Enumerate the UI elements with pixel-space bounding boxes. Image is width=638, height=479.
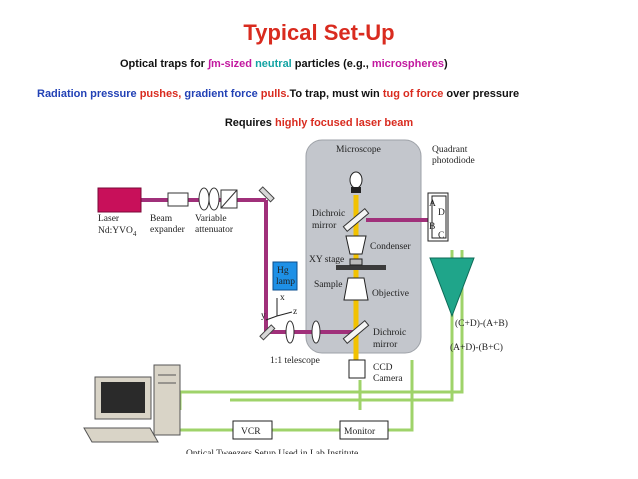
line3-beam: highly focused laser beam — [274, 117, 414, 129]
laser-label-1: Laser — [98, 214, 120, 224]
axis-z-label: z — [293, 307, 297, 317]
hg-lamp-label-1: Hg — [277, 266, 289, 276]
caption-mask — [0, 454, 638, 479]
beam-expander-label-1: Beam — [150, 214, 173, 224]
quadrant-d: D — [438, 208, 445, 218]
line2-over: over pressure — [446, 88, 520, 100]
illumination-bulb — [349, 171, 363, 189]
dichroic-bottom-label-2: mirror — [373, 340, 398, 350]
attenuator-lens-2 — [208, 187, 220, 211]
computer-tower — [153, 364, 181, 436]
quadrant-label-1: Quadrant — [432, 145, 468, 155]
hg-lamp-label-2: lamp — [276, 277, 295, 287]
quadrant-photodiode-inner — [431, 195, 447, 239]
axis-x-label: x — [280, 293, 285, 303]
stage-holder — [349, 258, 363, 266]
line1-prefix: Optical traps for — [120, 58, 209, 70]
objective-label: Objective — [372, 289, 409, 299]
computer-keyboard — [83, 427, 159, 443]
dichroic-top-label-2: mirror — [312, 221, 337, 231]
vcr-box — [232, 420, 273, 440]
dichroic-mirror-bottom — [342, 319, 370, 345]
mirror-bottom-left — [259, 324, 276, 341]
hg-lamp — [272, 261, 298, 291]
ccd-label-1: CCD — [373, 363, 393, 373]
laser-source — [97, 187, 142, 213]
subtitle-line-1: Optical traps for ∫m-sized neutral parti… — [120, 58, 448, 70]
slide-title: Typical Set-Up — [243, 20, 395, 45]
computer-screen — [101, 382, 145, 413]
vcr-label: VCR — [241, 427, 261, 437]
xy-stage — [336, 265, 386, 270]
dichroic-bottom-label-1: Dichroic — [373, 328, 406, 338]
beam-expander — [167, 192, 189, 207]
condenser — [345, 235, 367, 255]
telescope-lens-1 — [285, 320, 295, 344]
attenuator-lens-1 — [198, 187, 210, 211]
quadrant-photodiode — [427, 192, 449, 242]
line2-gradient: gradient force — [184, 88, 258, 100]
quadrant-b: B — [429, 222, 435, 232]
objective — [343, 277, 369, 301]
line1-neutral: neutral — [255, 58, 292, 70]
line1-micro: ∫m-sized — [208, 58, 252, 70]
formula-1: (C+D)-(A+B) — [455, 318, 508, 329]
xyz-axes — [265, 298, 293, 321]
ccd-camera — [348, 359, 366, 379]
quadrant-a: A — [429, 199, 436, 209]
bulb-base — [351, 187, 361, 193]
attenuator-label-1: Variable — [195, 214, 227, 224]
telescope-label: 1:1 telescope — [270, 356, 320, 366]
xy-stage-label: XY stage — [309, 255, 344, 265]
laser-label-2: Nd:YVO4 — [98, 226, 137, 238]
line2-pushes: pushes, — [139, 88, 182, 100]
quadrant-label-2: photodiode — [432, 156, 475, 166]
dichroic-top-label-1: Dichroic — [312, 209, 345, 219]
line3-requires: Requires — [224, 117, 272, 129]
line2-to-trap: To trap, must win — [289, 88, 380, 100]
mirror-top-left — [258, 186, 275, 203]
beam-expander-label-2: expander — [150, 225, 186, 235]
line2-tug: tug of force — [382, 88, 444, 100]
line1-middle: particles (e.g., — [291, 58, 372, 70]
line2-pulls: pulls. — [260, 88, 290, 100]
telescope-lens-2 — [311, 320, 321, 344]
line1-suffix: ) — [444, 58, 448, 70]
subtitle-line-3: Requires highly focused laser beam — [0, 117, 638, 129]
microscope-label: Microscope — [336, 145, 381, 155]
condenser-label: Condenser — [370, 242, 411, 252]
signal-amplifier — [429, 257, 475, 318]
subtitle-line-2: Radiation pressure pushes, gradient forc… — [37, 88, 519, 100]
dichroic-mirror-top — [342, 207, 370, 233]
attenuator-diagonal — [220, 189, 238, 209]
ccd-label-2: Camera — [373, 374, 403, 384]
formula-2: (A+D)-(B+C) — [450, 342, 503, 353]
attenuator-label-2: attenuator — [195, 225, 234, 235]
monitor-label: Monitor — [344, 427, 376, 437]
line2-radiation: Radiation pressure — [37, 88, 137, 100]
axis-y-label: y — [261, 311, 266, 321]
line1-microspheres: microspheres — [371, 58, 444, 70]
quadrant-c: C — [438, 231, 444, 241]
sample-label: Sample — [314, 280, 343, 290]
monitor-box — [339, 420, 389, 440]
